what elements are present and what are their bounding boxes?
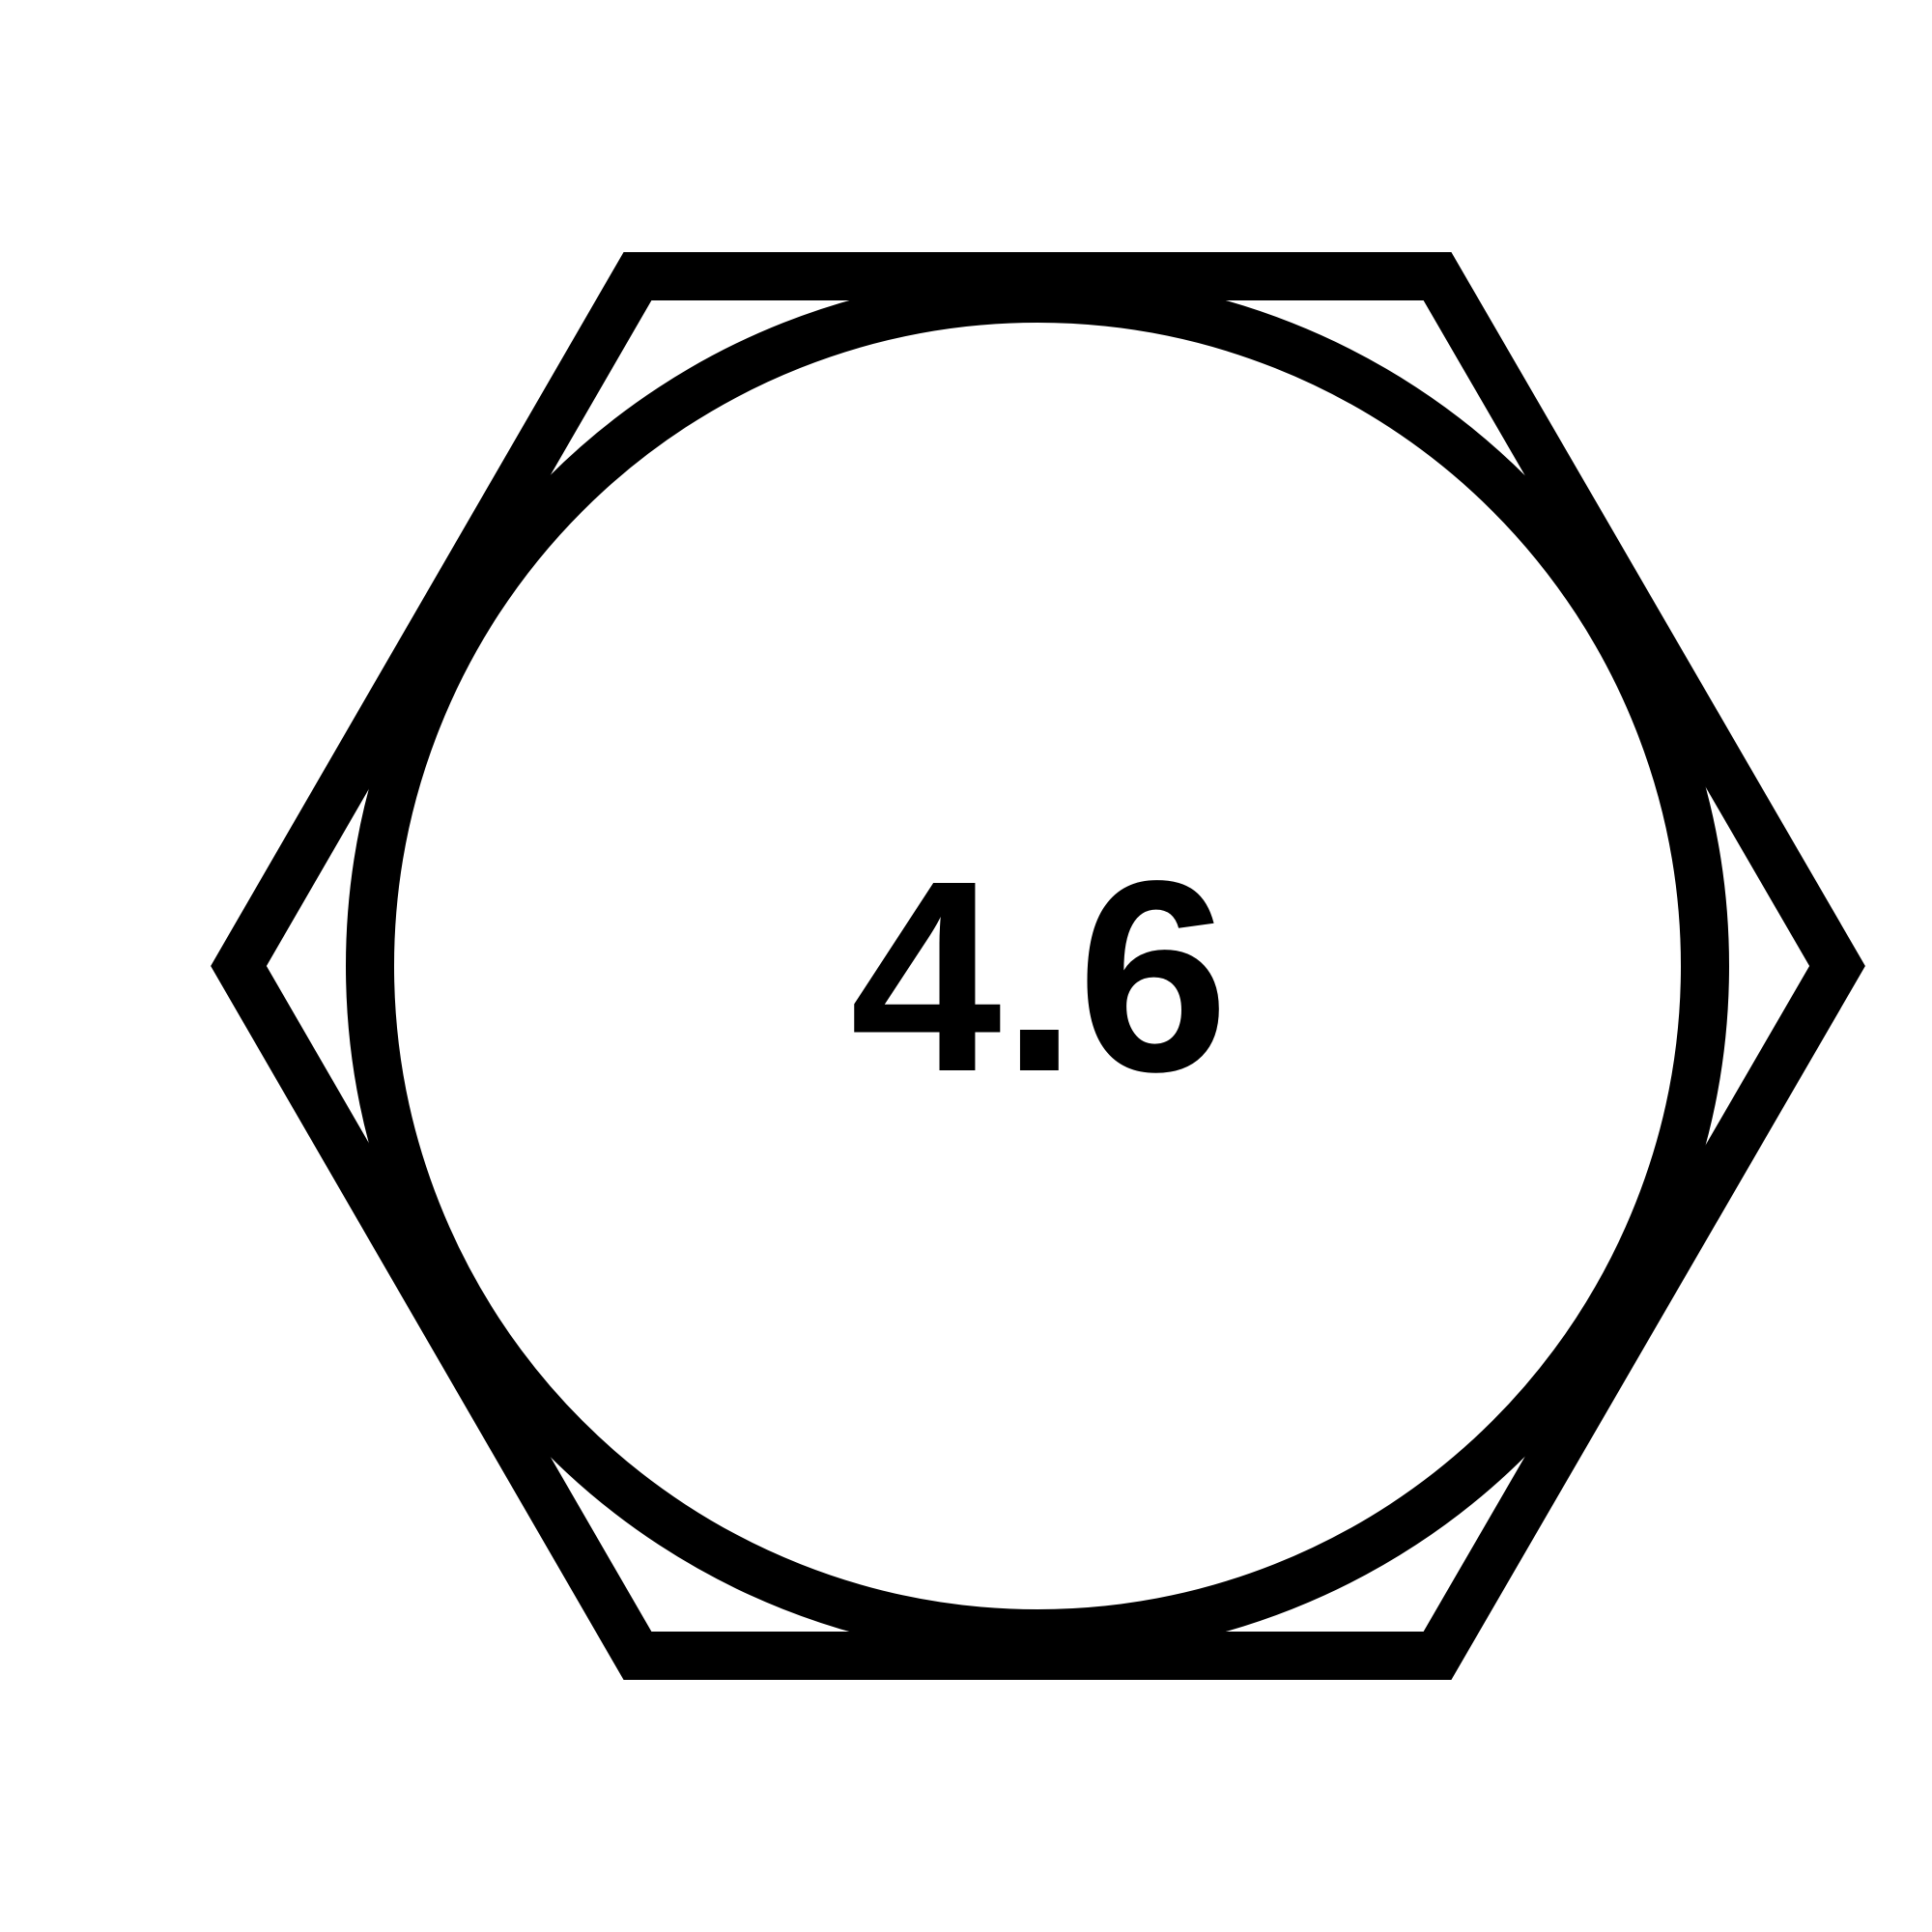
grade-marking-label: 4.6 — [850, 824, 1229, 1128]
hexagon-icon — [211, 252, 1865, 1680]
circle-icon — [346, 274, 1729, 1658]
